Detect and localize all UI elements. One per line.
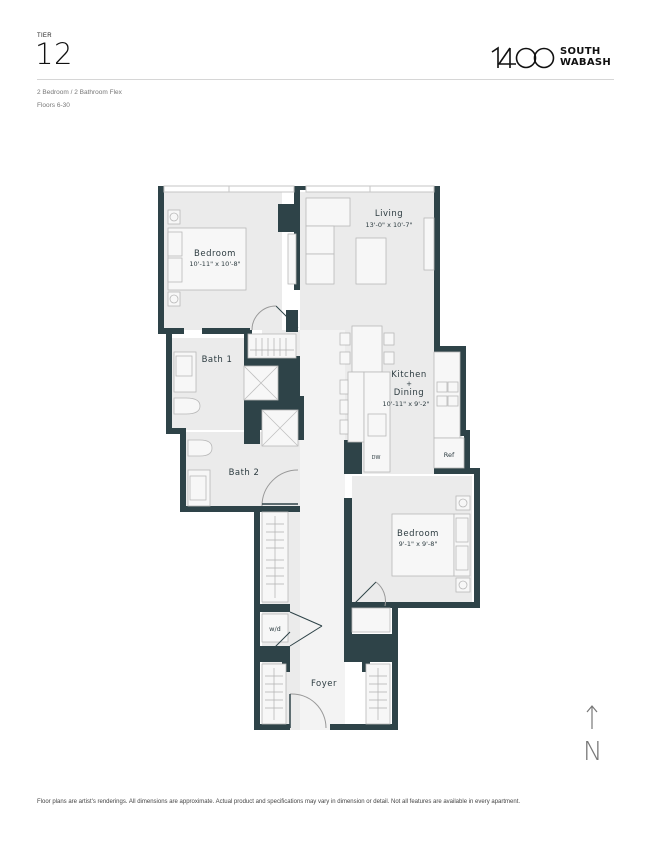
logo-line2: WABASH bbox=[560, 56, 612, 68]
bedroom2-label: Bedroom bbox=[397, 529, 439, 539]
kitchen-dims: 10'-11" x 9'-2" bbox=[382, 400, 429, 408]
kitchen-label: Kitchen bbox=[391, 370, 426, 380]
foyer-label: Foyer bbox=[311, 679, 337, 689]
dishwasher-label: DW bbox=[372, 455, 381, 461]
brand-logo-text: SOUTH WABASH bbox=[560, 46, 612, 68]
washer-dryer-label: w/d bbox=[269, 625, 281, 633]
bath2-label: Bath 2 bbox=[229, 468, 260, 478]
logo-line1: SOUTH bbox=[560, 46, 601, 57]
tier-label: TIER bbox=[37, 33, 52, 39]
bedroom2-dims: 9'-1" x 9'-8" bbox=[399, 540, 438, 548]
unit-type: 2 Bedroom / 2 Bathroom Flex bbox=[37, 89, 122, 96]
header-divider bbox=[37, 79, 614, 80]
dining-label: Dining bbox=[394, 388, 424, 398]
north-label: N bbox=[583, 737, 603, 767]
north-arrow-icon bbox=[586, 705, 598, 729]
living-dims: 13'-0" x 10'-7" bbox=[365, 221, 412, 229]
kitchen-plus: + bbox=[406, 380, 412, 388]
doors bbox=[251, 305, 386, 729]
refrigerator-label: Ref bbox=[444, 451, 455, 459]
bath1-label: Bath 1 bbox=[202, 355, 233, 365]
bedroom1-label: Bedroom bbox=[194, 249, 236, 259]
bedroom1-dims: 10'-11" x 10'-8" bbox=[189, 260, 240, 268]
fixtures bbox=[167, 197, 471, 725]
windows bbox=[163, 185, 435, 193]
brand-logo bbox=[491, 46, 555, 69]
living-label: Living bbox=[375, 209, 403, 219]
disclaimer: Floor plans are artist's renderings. All… bbox=[37, 799, 521, 805]
tier-number: 12 bbox=[35, 37, 73, 71]
floors-range: Floors 6-30 bbox=[37, 102, 70, 109]
